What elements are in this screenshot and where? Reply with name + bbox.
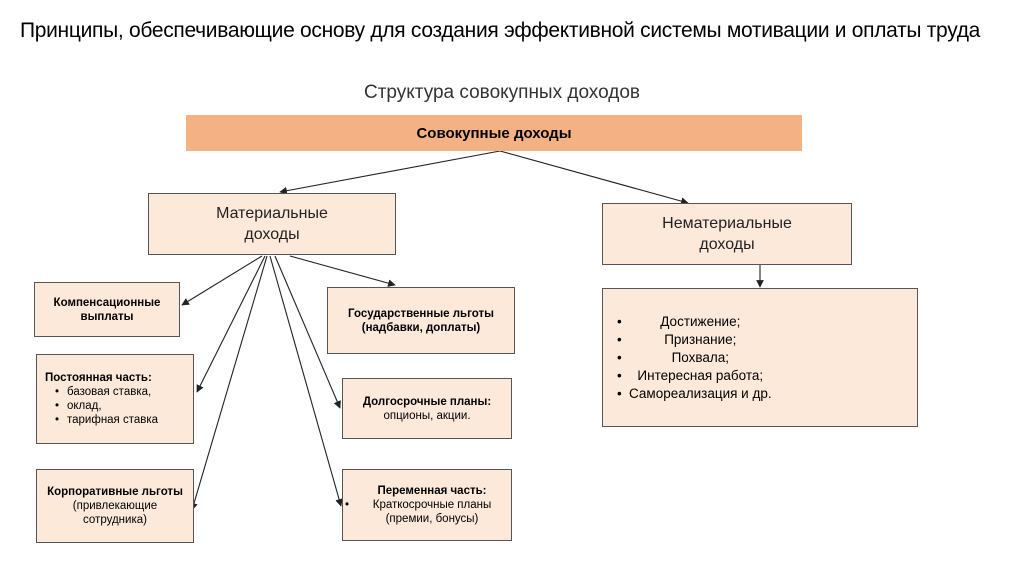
page-title: Принципы, обеспечивающие основу для созд… — [19, 19, 981, 42]
diagram-subtitle: Структура совокупных доходов — [363, 82, 640, 103]
constant-part-box: Постоянная часть: базовая ставка, оклад,… — [36, 354, 194, 444]
state-benefits-box: Государственные льготы (надбавки, доплат… — [327, 287, 515, 354]
compensation-label: Компенсационные выплаты — [53, 296, 161, 323]
state-benefits-note: (надбавки, доплаты) — [361, 321, 481, 334]
long-term-plans-box: Долгосрочные планы: опционы, акции. — [342, 378, 512, 439]
nonmaterial-list-box: Достижение; Признание; Похвала; Интересн… — [602, 288, 918, 427]
list-item: Краткосрочные планы (премии, бонусы) — [345, 498, 507, 526]
arrow-material-to-compensation — [181, 255, 263, 306]
list-item: базовая ставка, — [55, 385, 158, 399]
nonmaterial-list: Достижение; Признание; Похвала; Интересн… — [617, 313, 772, 403]
arrow-material-to-constant — [196, 255, 266, 393]
corporate-benefits-box: Корпоративные льготы (привлекающие сотру… — [36, 469, 194, 543]
long-term-plans-note: опционы, акции. — [383, 409, 471, 422]
list-item: Интересная работа; — [617, 367, 772, 385]
arrow-root-to-nonmaterial — [499, 150, 689, 205]
state-benefits-heading: Государственные льготы — [348, 307, 494, 320]
arrow-material-to-state — [289, 255, 396, 287]
list-item: тарифная ставка — [55, 413, 158, 427]
material-income-label: Материальные доходы — [216, 205, 328, 243]
compensation-box: Компенсационные выплаты — [34, 282, 180, 337]
list-item: Самореализация и др. — [617, 385, 772, 403]
total-income-label: Совокупные доходы — [416, 124, 572, 142]
arrow-material-to-corporate — [190, 255, 268, 511]
material-income-box: Материальные доходы — [148, 193, 396, 255]
arrow-material-to-longterm — [274, 255, 341, 409]
list-item: оклад, — [55, 399, 158, 413]
variable-part-box: Переменная часть: Краткосрочные планы (п… — [342, 469, 512, 541]
corporate-benefits-heading: Корпоративные льготы — [47, 486, 183, 498]
nonmaterial-income-label: Нематериальные доходы — [662, 215, 792, 253]
list-item: Похвала; — [617, 349, 772, 367]
variable-part-heading: Переменная часть: — [377, 485, 487, 497]
constant-part-list: базовая ставка, оклад, тарифная ставка — [45, 385, 158, 427]
list-item: Достижение; — [617, 313, 772, 331]
list-item: Признание; — [617, 331, 772, 349]
arrow-root-to-material — [279, 150, 501, 195]
nonmaterial-income-box: Нематериальные доходы — [602, 203, 852, 265]
total-income-box: Совокупные доходы — [186, 115, 802, 151]
constant-part-heading: Постоянная часть: — [45, 372, 152, 384]
variable-part-list: Краткосрочные планы (премии, бонусы) — [345, 498, 507, 526]
corporate-benefits-note: (привлекающие сотрудника) — [72, 500, 158, 526]
arrow-material-to-variable — [269, 255, 343, 507]
long-term-plans-heading: Долгосрочные планы: — [362, 395, 492, 408]
